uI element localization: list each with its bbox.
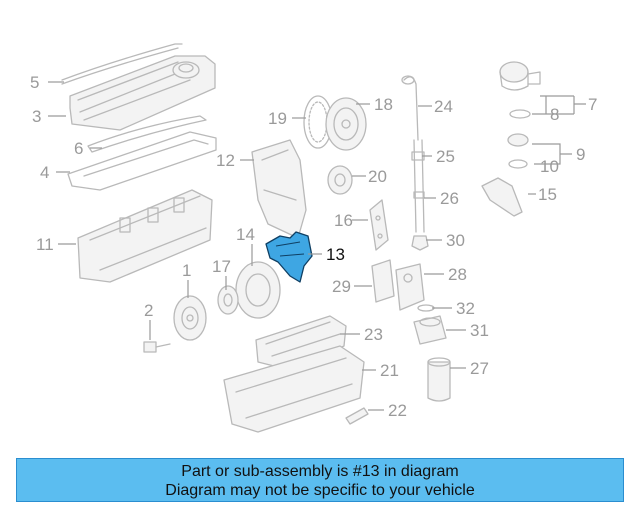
callout-31: 31 — [470, 321, 489, 340]
callout-27: 27 — [470, 359, 489, 378]
callout-22: 22 — [388, 401, 407, 420]
part-27-oil-filter — [427, 357, 451, 402]
part-4-manifold-gasket — [67, 131, 217, 191]
callout-12: 12 — [216, 151, 235, 170]
callout-23: 23 — [364, 325, 383, 344]
callout-29: 29 — [332, 277, 351, 296]
banner-line-1: Part or sub-assembly is #13 in diagram — [181, 463, 459, 480]
callout-19: 19 — [268, 109, 287, 128]
callout-9: 9 — [576, 145, 585, 164]
callout-labels: 5 3 6 4 11 12 19 18 20 16 24 25 26 30 28… — [30, 73, 597, 420]
part-16-bracket — [369, 199, 389, 251]
callout-4: 4 — [40, 163, 49, 182]
callout-7: 7 — [588, 95, 597, 114]
callout-16: 16 — [334, 211, 353, 230]
part-6-gasket — [87, 115, 207, 153]
part-14-seal-housing — [235, 261, 281, 319]
part-25-dipstick-tube — [411, 139, 425, 233]
banner-line-2: Diagram may not be specific to your vehi… — [165, 482, 475, 499]
part-31-filter-head — [413, 315, 447, 345]
part-15-cover — [481, 177, 523, 217]
callout-25: 25 — [436, 147, 455, 166]
callout-6: 6 — [74, 139, 83, 158]
callout-5: 5 — [30, 73, 39, 92]
callout-10: 10 — [540, 157, 559, 176]
part-13-highlighted-cover[interactable] — [265, 231, 313, 283]
part-22-sealant — [345, 407, 369, 425]
part-20-idler-pulley — [327, 165, 353, 195]
part-2-pulley-bolt — [143, 341, 171, 353]
callout-24: 24 — [434, 97, 453, 116]
part-8-cap-seal — [509, 109, 531, 119]
callout-18: 18 — [374, 95, 393, 114]
callout-26: 26 — [440, 189, 459, 208]
leader-lines — [48, 81, 586, 411]
part-23-upper-oil-pan — [255, 315, 347, 371]
callout-14: 14 — [236, 225, 255, 244]
part-30-plug — [411, 235, 429, 251]
part-3-valve-cover — [69, 55, 216, 131]
part-info-banner: Part or sub-assembly is #13 in diagram D… — [16, 458, 624, 502]
part-17-seal — [217, 285, 239, 315]
engine-parts-diagram: 5 3 6 4 11 12 19 18 20 16 24 25 26 30 28… — [30, 43, 597, 433]
part-24-dipstick — [401, 75, 419, 141]
part-11-cylinder-block — [77, 189, 213, 283]
callout-3: 3 — [32, 107, 41, 126]
callout-11: 11 — [36, 235, 54, 254]
callout-28: 28 — [448, 265, 467, 284]
callout-1: 1 — [182, 261, 191, 280]
part-28-filter-housing — [395, 263, 425, 311]
callout-17: 17 — [212, 257, 231, 276]
callout-20: 20 — [368, 167, 387, 186]
callout-32: 32 — [456, 299, 475, 318]
callout-21: 21 — [380, 361, 399, 380]
part-26-tube-seal — [413, 191, 425, 199]
callout-15: 15 — [538, 185, 557, 204]
part-32-seal — [417, 304, 435, 312]
callout-30: 30 — [446, 231, 465, 250]
part-12-timing-cover — [251, 139, 307, 239]
part-10-breather-seal — [508, 159, 528, 169]
callout-13: 13 — [326, 245, 345, 264]
callout-2: 2 — [144, 301, 153, 320]
part-29-filter-bracket — [371, 259, 395, 303]
part-5-valve-cover-gasket — [61, 43, 183, 85]
callout-8: 8 — [550, 105, 559, 124]
part-9-breather-cap — [507, 133, 529, 147]
part-1-crankshaft-pulley — [173, 295, 207, 341]
part-18-camshaft-sprocket — [325, 97, 367, 151]
part-7-oil-filler-cap — [499, 61, 541, 91]
part-21-oil-pan — [223, 345, 365, 433]
